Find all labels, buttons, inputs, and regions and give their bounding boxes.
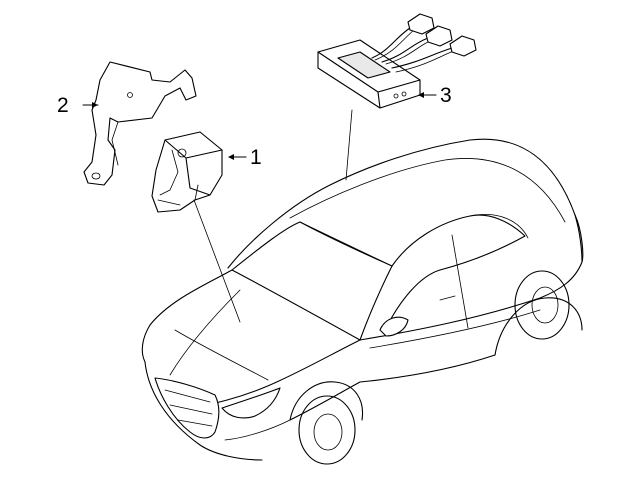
callout-number-3: 3 <box>440 84 452 107</box>
antenna-control-unit-part <box>317 13 477 109</box>
leader-lines <box>82 92 437 323</box>
mounting-bracket-part <box>83 61 197 186</box>
callout-number-1: 1 <box>250 146 262 169</box>
sensor-module-part <box>151 131 223 213</box>
callout-number-2: 2 <box>57 94 69 117</box>
vehicle-illustration <box>141 138 584 465</box>
